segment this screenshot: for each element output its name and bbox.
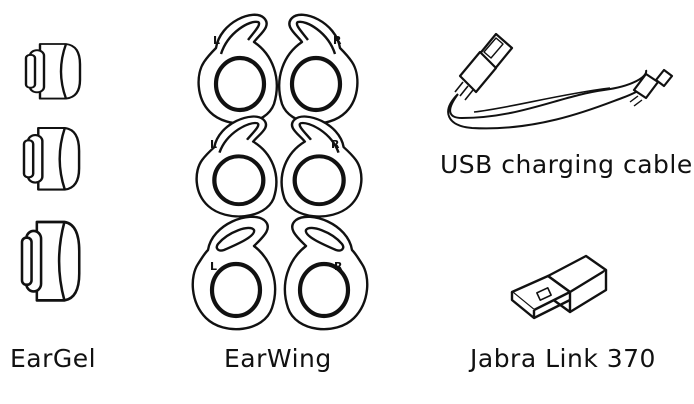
earwing-left-letter: L [210,138,217,151]
earwing-small-left-illustration [199,15,277,124]
earwing-medium-right-illustration [282,117,362,217]
usb-cable-label: USB charging cable [440,150,693,179]
earwing-right-letter: R [334,260,343,273]
earwing-large-left-illustration [193,217,275,329]
eargel-large-illustration [20,220,81,302]
jabra-link-label: Jabra Link 370 [470,344,656,373]
earwing-small-right-illustration [279,15,357,124]
eargel-medium-illustration [22,126,81,191]
earwing-label: EarWing [224,344,332,373]
earwing-right-letter: R [333,34,342,47]
usb-cable-illustration [447,32,674,130]
earwing-large-right-illustration [285,217,367,329]
earwing-medium-left-illustration [197,117,277,217]
eargel-label: EarGel [10,344,97,373]
jabra-link-370-illustration [510,254,608,320]
earwing-left-letter: L [213,34,220,47]
earwing-right-letter: R [331,138,340,151]
eargel-small-illustration [24,42,82,100]
earwing-left-letter: L [210,260,217,273]
